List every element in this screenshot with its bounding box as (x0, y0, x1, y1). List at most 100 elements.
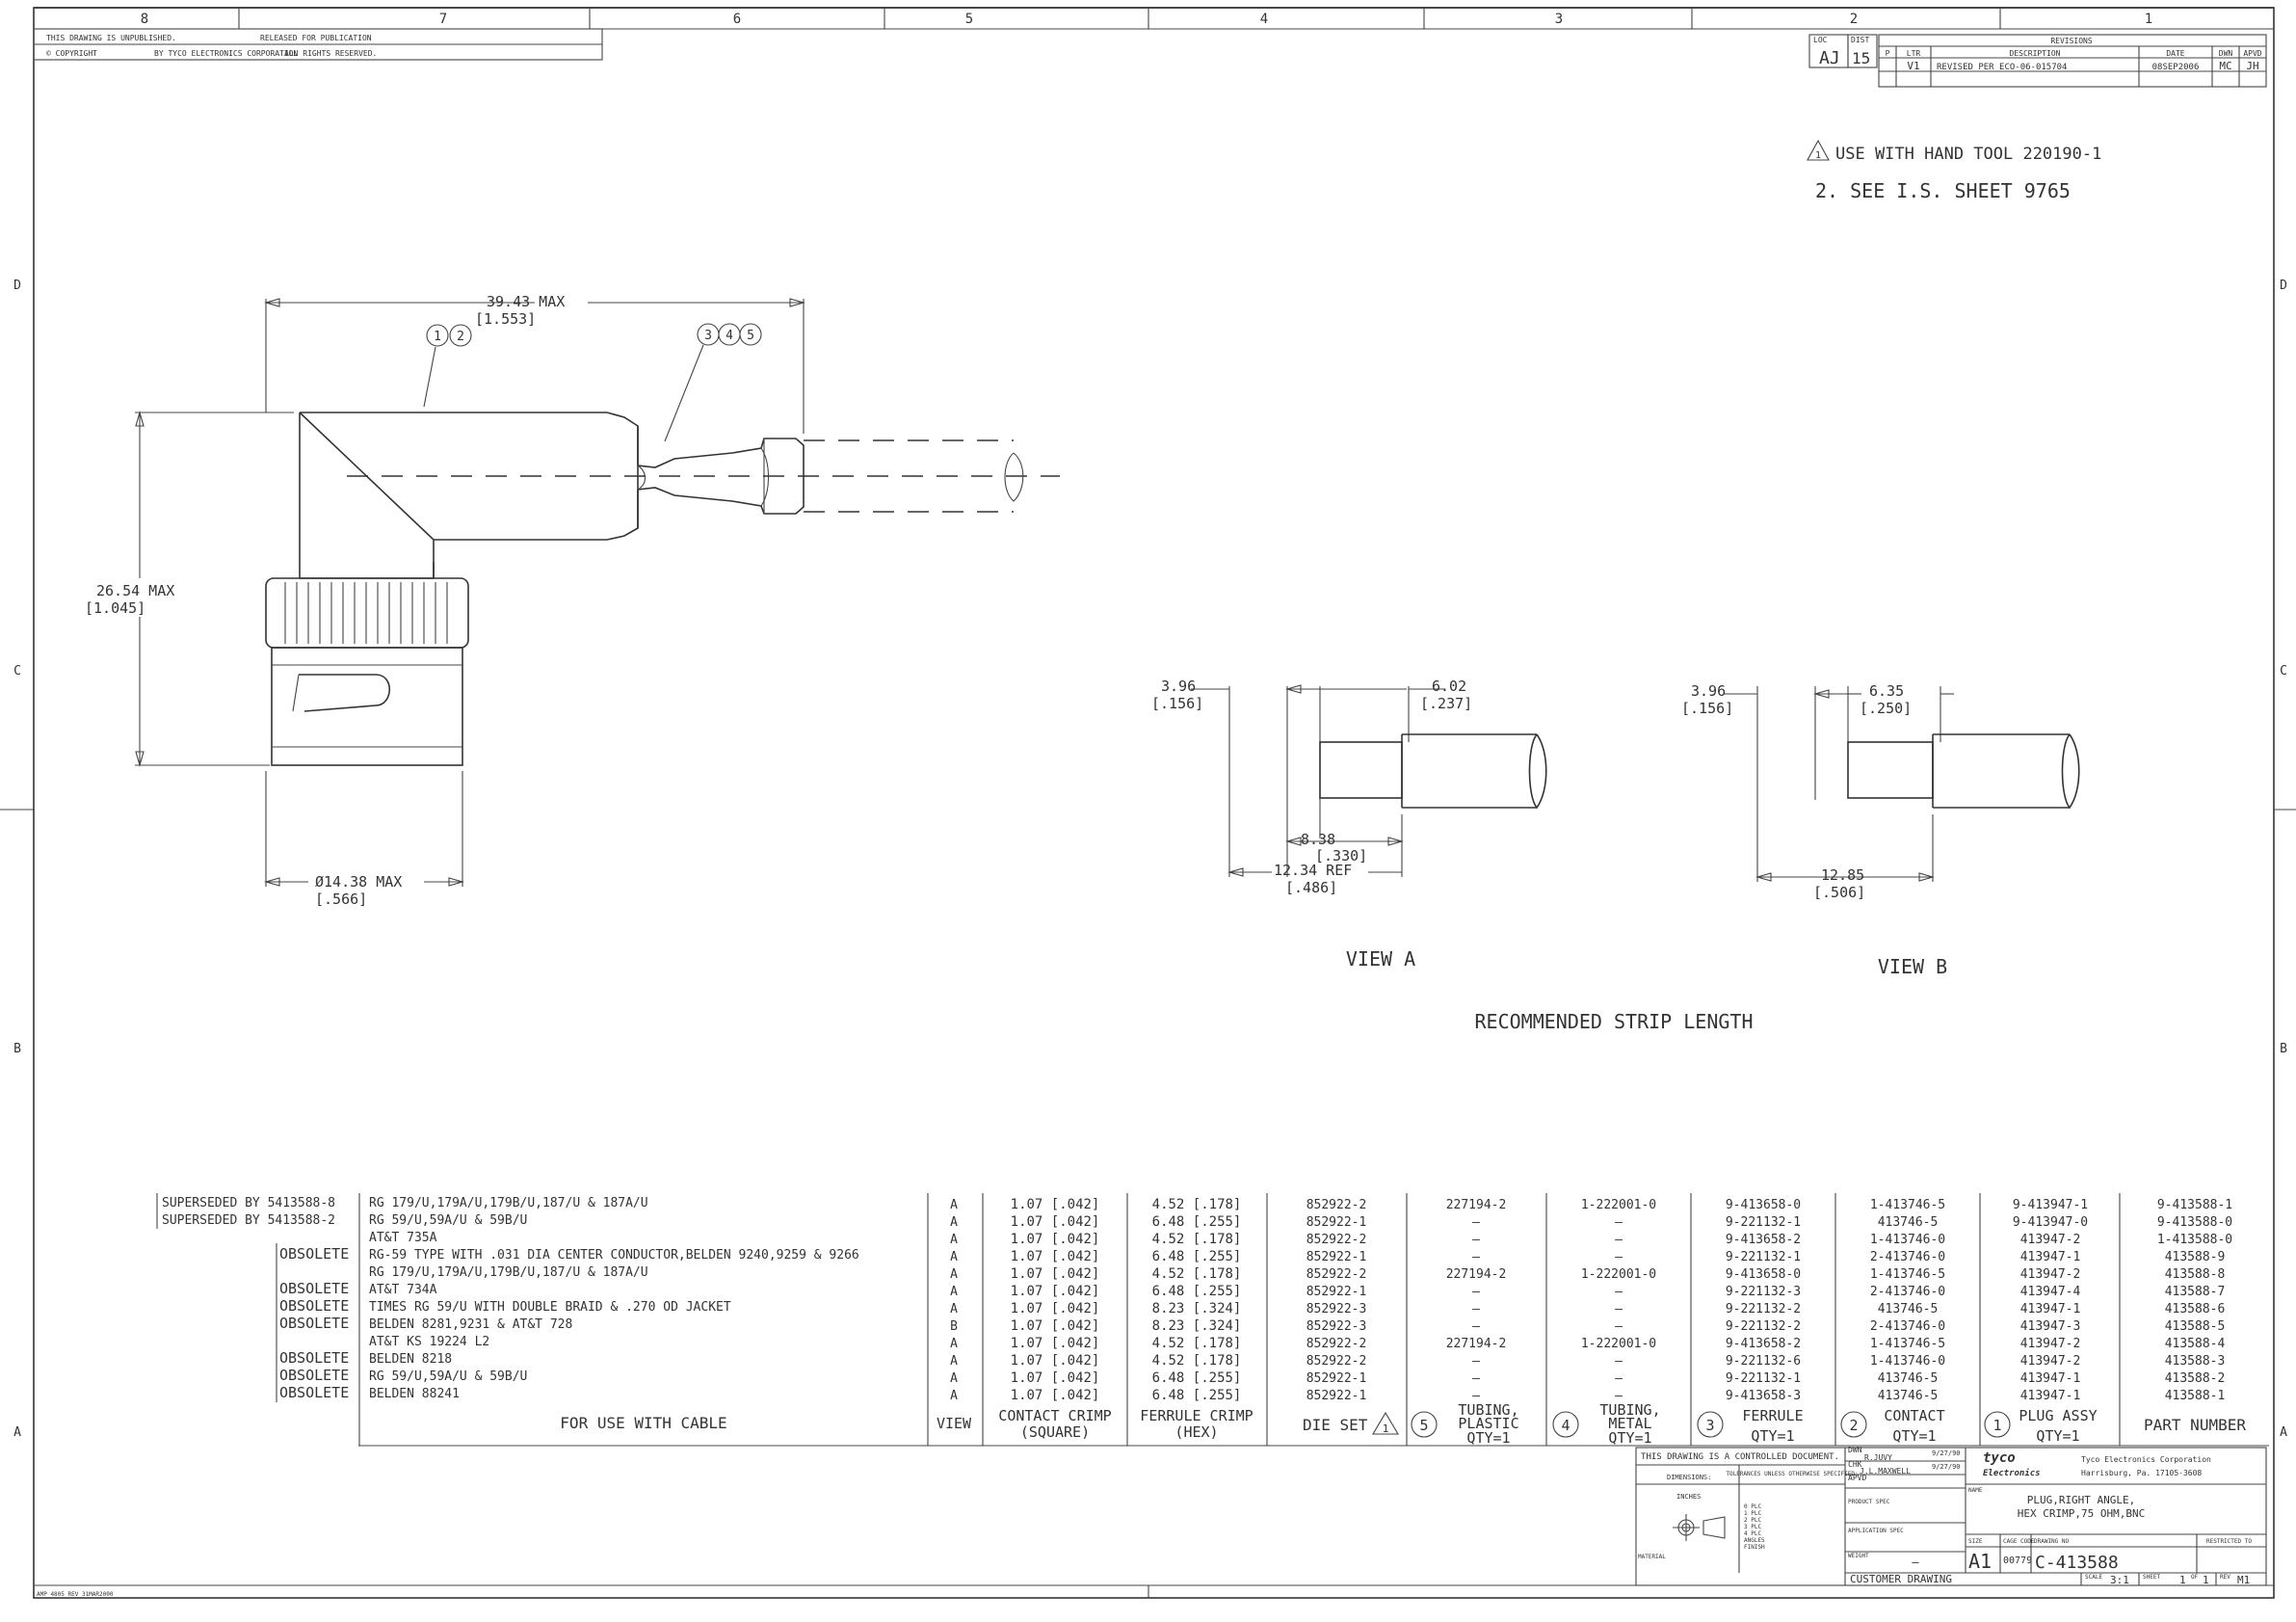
row-10-ferrule: 9-221132-6 (1726, 1354, 1801, 1369)
product-spec-label: PRODUCT SPEC (1848, 1499, 1890, 1505)
row-7-tubing-metal: — (1615, 1302, 1623, 1316)
tol-0: 0 PLC (1744, 1503, 1761, 1510)
row-9-tubing-plastic: 227194-2 (1446, 1337, 1507, 1351)
row-10-tubing-metal: — (1615, 1354, 1623, 1369)
dist-label: DIST (1851, 36, 1869, 44)
row-3-contact-crimp: 1.07 [.042] (1011, 1232, 1100, 1247)
row-11-status: OBSOLETE (279, 1367, 349, 1384)
notes: 1 USE WITH HAND TOOL 220190-1 2. SEE I.S… (1807, 139, 2101, 202)
header-contact-1: CONTACT (1884, 1407, 1944, 1424)
row-5-tubing-metal: 1-222001-0 (1581, 1267, 1656, 1282)
row-1-tubing-metal: 1-222001-0 (1581, 1198, 1656, 1212)
finish-label: FINISH (1744, 1544, 1765, 1551)
row-9-plug-assy: 413947-2 (2020, 1337, 2081, 1351)
row-5-ferrule-crimp: 4.52 [.178] (1152, 1266, 1242, 1282)
overall-length-dim: 39.43 MAX (487, 293, 565, 310)
tol-2: 2 PLC (1744, 1517, 1761, 1524)
row-6-tubing-metal: — (1615, 1285, 1623, 1299)
row-2-view: A (950, 1215, 958, 1230)
row-8-cable: BELDEN 8281,9231 & AT&T 728 (369, 1317, 572, 1332)
row-2-part-number: 9-413588-0 (2157, 1215, 2232, 1230)
view-a-dim-4-in: [.486] (1285, 879, 1337, 896)
row-8-tubing-metal: — (1615, 1319, 1623, 1334)
table-row: AT&T 735A A 1.07 [.042] 4.52 [.178] 8529… (369, 1231, 2232, 1247)
row-7-ferrule: 9-221132-2 (1726, 1302, 1801, 1316)
note-2-text: 2. SEE I.S. SHEET 9765 (1815, 179, 2071, 202)
row-8-ferrule: 9-221132-2 (1726, 1319, 1801, 1334)
table-row: AT&T KS 19224 L2 A 1.07 [.042] 4.52 [.17… (369, 1335, 2225, 1351)
row-4-contact: 2-413746-0 (1870, 1250, 1945, 1264)
zone-col-2: 2 (1850, 12, 1858, 27)
row-11-contact-crimp: 1.07 [.042] (1011, 1370, 1100, 1386)
rev-label: REV (2220, 1574, 2230, 1581)
cage-value: 00779 (2003, 1556, 2032, 1566)
zone-col-8: 8 (141, 12, 148, 27)
connector-side-view (265, 412, 1060, 766)
restricted-label: RESTRICTED TO (2206, 1538, 2252, 1545)
balloon-4: 4 (726, 329, 733, 343)
row-7-part-number: 413588-6 (2165, 1302, 2226, 1316)
row-11-ferrule: 9-221132-1 (1726, 1371, 1801, 1386)
view-a-dim-3: 8.38 (1301, 831, 1335, 848)
row-6-tubing-plastic: — (1472, 1285, 1480, 1299)
zone-col-6: 6 (733, 12, 741, 27)
zone-row-c-right: C (2280, 664, 2287, 678)
row-8-ferrule-crimp: 8.23 [.324] (1152, 1318, 1242, 1334)
view-b-dim-3-in: [.506] (1813, 884, 1865, 901)
row-7-status: OBSOLETE (279, 1297, 349, 1315)
row-8-status: OBSOLETE (279, 1315, 349, 1332)
chk-date: 9/27/90 (1932, 1463, 1961, 1471)
row-1-part-number: 9-413588-1 (2157, 1198, 2232, 1212)
row-8-contact-crimp: 1.07 [.042] (1011, 1318, 1100, 1334)
dimensions-label: DIMENSIONS: (1667, 1474, 1711, 1481)
rev-dwn-value: MC (2219, 60, 2231, 72)
view-b: 3.96 [.156] 6.35 [.250] 12.85 [.506] VIE… (1681, 682, 2080, 978)
row-10-plug-assy: 413947-2 (2020, 1354, 2081, 1369)
table-rows: SUPERSEDED BY 5413588-8 RG 179/U,179A/U,… (162, 1196, 2232, 1403)
part-name-2: HEX CRIMP,75 OHM,BNC (2018, 1507, 2145, 1520)
sheets-value: 1 (2203, 1574, 2209, 1586)
row-2-tubing-plastic: — (1472, 1215, 1480, 1230)
row-7-plug-assy: 413947-1 (2020, 1302, 2081, 1316)
row-10-cable: BELDEN 8218 (369, 1352, 452, 1367)
header-tubing-metal-3: QTY=1 (1608, 1429, 1651, 1447)
row-4-tubing-plastic: — (1472, 1250, 1480, 1264)
company-name: Tyco Electronics Corporation (2081, 1455, 2211, 1464)
row-6-cable: AT&T 734A (369, 1283, 437, 1297)
table-row: RG 179/U,179A/U,179B/U,187/U & 187A/U A … (369, 1265, 2225, 1282)
header-tubing-plastic-1: TUBING, (1458, 1401, 1518, 1419)
row-4-tubing-metal: — (1615, 1250, 1623, 1264)
unpublished-text: THIS DRAWING IS UNPUBLISHED. (46, 34, 176, 42)
row-12-cable: BELDEN 88241 (369, 1387, 460, 1401)
balloon-1: 1 (434, 330, 441, 344)
of-label: OF (2191, 1574, 2199, 1581)
tubing-plastic-balloon: 5 (1419, 1417, 1428, 1434)
note-1-text: USE WITH HAND TOOL 220190-1 (1835, 145, 2101, 164)
row-5-contact-crimp: 1.07 [.042] (1011, 1266, 1100, 1282)
table-row: OBSOLETE RG 59/U,59A/U & 59B/U A 1.07 [.… (279, 1367, 2225, 1386)
row-6-plug-assy: 413947-4 (2020, 1285, 2081, 1299)
loc-value: AJ (1819, 48, 1840, 68)
row-7-contact-crimp: 1.07 [.042] (1011, 1301, 1100, 1316)
view-b-dim-2-in: [.250] (1860, 700, 1912, 717)
row-10-contact: 1-413746-0 (1870, 1354, 1945, 1369)
knurl-lines (284, 582, 448, 644)
row-12-ferrule-crimp: 6.48 [.255] (1152, 1388, 1242, 1403)
row-9-part-number: 413588-4 (2165, 1337, 2226, 1351)
dwn-date: 9/27/90 (1932, 1449, 1961, 1457)
ferrule-balloon: 3 (1705, 1417, 1714, 1434)
row-5-cable: RG 179/U,179A/U,179B/U,187/U & 187A/U (369, 1265, 648, 1280)
row-2-contact: 413746-5 (1878, 1215, 1939, 1230)
rev-desc-value: REVISED PER ECO-06-015704 (1937, 63, 2067, 72)
zone-row-a-right: A (2280, 1425, 2287, 1440)
chk-name: J.L.MAXWELL (1860, 1467, 1911, 1476)
row-10-die-set: 852922-2 (1306, 1354, 1367, 1369)
customer-drawing-label: CUSTOMER DRAWING (1850, 1573, 1952, 1585)
header-contact-2: QTY=1 (1892, 1427, 1936, 1445)
row-10-status: OBSOLETE (279, 1349, 349, 1367)
table-row: OBSOLETE BELDEN 88241 A 1.07 [.042] 6.48… (279, 1384, 2225, 1403)
balloon-2: 2 (457, 330, 464, 344)
plug-balloon: 1 (1993, 1417, 2001, 1434)
row-11-tubing-plastic: — (1472, 1371, 1480, 1386)
table-row: OBSOLETE RG-59 TYPE WITH .031 DIA CENTER… (279, 1245, 2225, 1264)
